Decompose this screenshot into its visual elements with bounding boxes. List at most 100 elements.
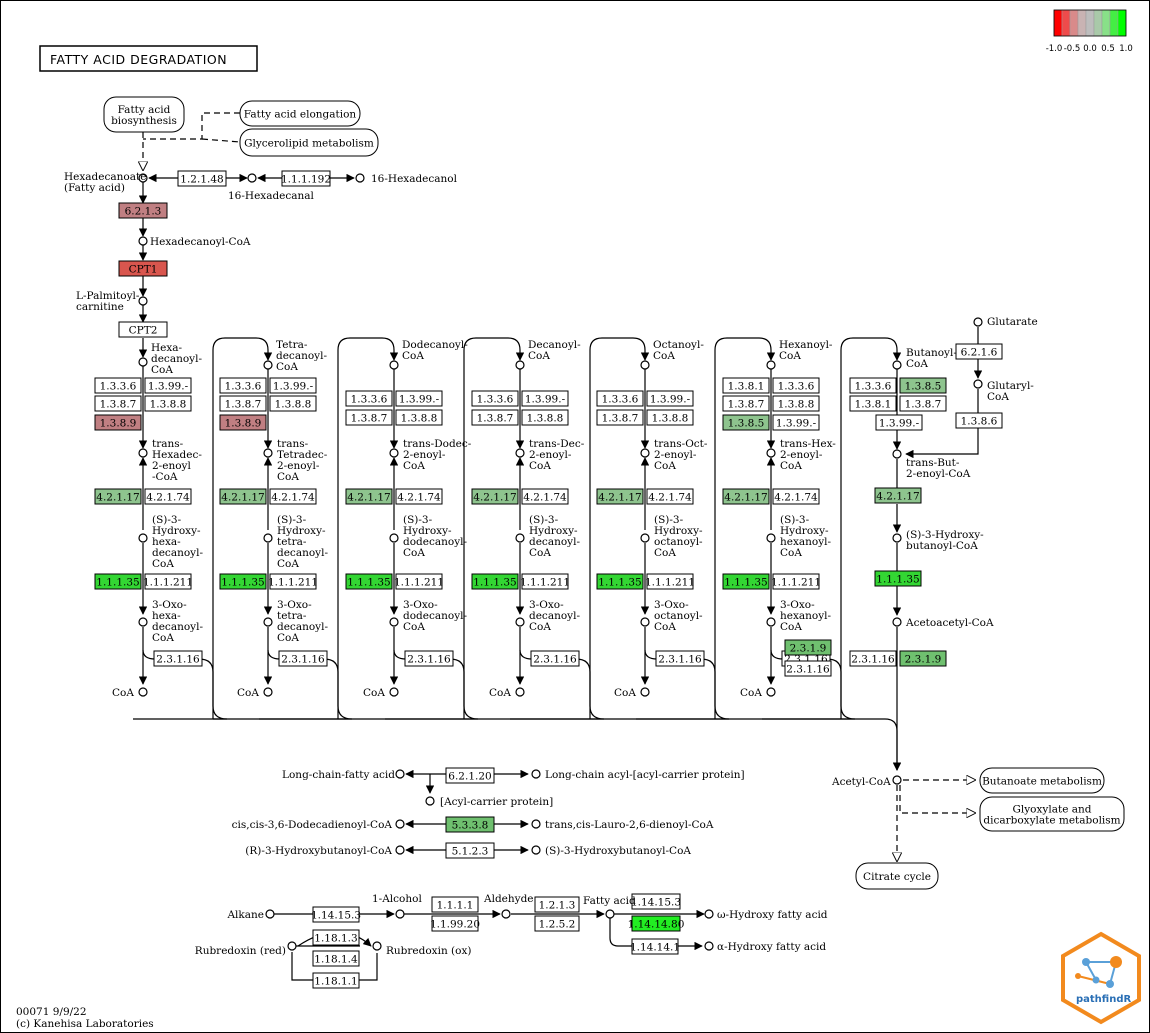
aldehyde-node[interactable] [501,909,511,919]
palmitoyl-carnitine-node[interactable] [138,296,148,306]
coa-node[interactable] [138,687,148,697]
enoyl-coa-node[interactable] [766,448,776,458]
coa-node[interactable] [389,687,399,697]
acyl-dehydrogenase-box[interactable]: 1.3.3.6 [219,377,267,394]
acetyl-coa-node[interactable] [892,775,902,785]
acyl-dehydrogenase-box[interactable]: 1.3.3.6 [471,390,519,407]
thiolase-box[interactable]: 2.3.1.16 [404,650,454,667]
1-alcohol-node[interactable] [395,909,405,919]
acyl-dehydrogenase-box[interactable]: 1.3.8.7 [722,395,770,412]
acyl-dehydrogenase-box[interactable]: 1.3.8.9 [219,414,267,431]
enoyl-coa-hydratase-box[interactable]: 4.2.1.74 [269,488,317,505]
coa-node[interactable] [263,687,273,697]
enoyl-coa-hydratase-box[interactable]: 4.2.1.74 [521,488,569,505]
enoyl-coa-hydratase-box[interactable]: 4.2.1.17 [596,488,644,505]
omega-hydroxy-node[interactable] [704,909,714,919]
hydroxyacyl-dehydrogenase-box[interactable]: 1.1.1.211 [394,573,444,590]
enoyl-coa-hydratase-box[interactable]: 4.2.1.74 [144,488,192,505]
acyl-dehydrogenase-box[interactable]: 1.3.8.8 [144,395,192,412]
acyl-dehydrogenase-box[interactable]: 1.3.8.7 [94,395,142,412]
1-18-1-1-box[interactable]: 1.18.1.1 [312,972,360,989]
acyl-dehydrogenase-box[interactable]: 1.3.8.5 [899,377,947,394]
cpt1-box[interactable]: CPT1 [118,260,168,277]
acyl-dehydrogenase-box[interactable]: 1.3.3.6 [596,390,644,407]
2-3-1-9-box[interactable]: 2.3.1.9 [784,639,832,656]
hydroxyacyl-coa-node[interactable] [766,533,776,543]
long-chain-acp-node[interactable] [531,769,541,779]
thiolase-box[interactable]: 2.3.1.16 [278,650,328,667]
enoyl-coa-node[interactable] [640,448,650,458]
acyl-dehydrogenase-box[interactable]: 1.3.99.- [875,414,923,431]
1-14-14-80-box[interactable]: 1.14.14.80 [628,915,685,932]
enoyl-coa-hydratase-box[interactable]: 4.2.1.17 [219,488,267,505]
lauro-node[interactable] [531,819,541,829]
cpt2-box[interactable]: CPT2 [118,321,168,338]
acyl-coa-node[interactable] [263,360,273,370]
enoyl-coa-hydratase-box[interactable]: 4.2.1.17 [874,487,922,504]
compound-nodes[interactable] [138,173,983,951]
1-2-1-3-box[interactable]: 1.2.1.3 [534,896,580,913]
acyl-dehydrogenase-box[interactable]: 1.3.99.- [521,390,569,407]
enoyl-coa-hydratase-box[interactable]: 4.2.1.17 [345,488,393,505]
rubredoxin-red-node[interactable] [287,941,297,951]
acyl-coa-node[interactable] [515,360,525,370]
enoyl-coa-hydratase-box[interactable]: 4.2.1.74 [395,488,443,505]
oxoacyl-coa-node[interactable] [389,617,399,627]
acyl-dehydrogenase-box[interactable]: 1.3.8.8 [646,409,694,426]
hydroxyacyl-coa-node[interactable] [389,533,399,543]
acyl-dehydrogenase-box[interactable]: 1.3.8.1 [722,377,770,394]
acyl-dehydrogenase-box[interactable]: 1.3.8.8 [395,409,443,426]
1-14-15-3-box[interactable]: 1.14.15.3 [311,906,361,923]
5-1-2-3-box[interactable]: 5.1.2.3 [445,842,495,859]
long-chain-fatty-acid-node[interactable] [395,769,405,779]
enoyl-coa-node[interactable] [515,448,525,458]
rubredoxin-ox-node[interactable] [372,941,382,951]
oxoacyl-coa-node[interactable] [138,617,148,627]
thiolase-box[interactable]: 2.3.1.16 [655,650,705,667]
acyl-dehydrogenase-box[interactable]: 1.3.99.- [772,414,820,431]
hydroxyacyl-coa-node[interactable] [263,533,273,543]
hydroxyacyl-dehydrogenase-box[interactable]: 1.1.1.35 [874,570,922,587]
hydroxyacyl-dehydrogenase-box[interactable]: 1.1.1.211 [771,573,821,590]
hydroxyacyl-dehydrogenase-box[interactable]: 1.1.1.211 [520,573,570,590]
acyl-dehydrogenase-box[interactable]: 1.3.8.7 [219,395,267,412]
acyl-dehydrogenase-box[interactable]: 1.3.8.8 [521,409,569,426]
enoyl-coa-hydratase-box[interactable]: 4.2.1.74 [772,488,820,505]
r3-hydroxybutanoyl-node[interactable] [395,845,405,855]
hexadecanoate-node[interactable] [138,173,148,183]
acyl-dehydrogenase-box[interactable]: 1.3.3.6 [345,390,393,407]
hydroxyacyl-dehydrogenase-box[interactable]: 1.1.1.211 [645,573,695,590]
enoyl-coa-hydratase-box[interactable]: 4.2.1.74 [646,488,694,505]
fatty-acid-elongation-pathway[interactable]: Fatty acid elongation [239,100,361,127]
5-3-3-8-box[interactable]: 5.3.3.8 [445,816,495,833]
acyl-dehydrogenase-box[interactable]: 1.3.99.- [269,377,317,394]
acyl-coa-node[interactable] [138,357,148,367]
6-2-1-20-box[interactable]: 6.2.1.20 [445,767,495,784]
acyl-dehydrogenase-box[interactable]: 1.3.3.6 [772,377,820,394]
acyl-dehydrogenase-box[interactable]: 1.3.99.- [144,377,192,394]
enoyl-coa-node[interactable] [263,448,273,458]
enoyl-coa-node[interactable] [138,448,148,458]
1-2-1-48-box[interactable]: 1.2.1.48 [177,170,227,187]
acyl-coa-node[interactable] [640,360,650,370]
hexadecanol-node[interactable] [355,173,365,183]
acyl-dehydrogenase-box[interactable]: 1.3.3.6 [849,377,897,394]
1-1-99-20-box[interactable]: 1.1.99.20 [430,915,480,932]
oxoacyl-coa-node[interactable] [515,617,525,627]
enoyl-coa-hydratase-box[interactable]: 4.2.1.17 [722,488,770,505]
alkane-node[interactable] [265,909,275,919]
dodecadienoyl-node[interactable] [395,819,405,829]
acp-node[interactable] [425,796,435,806]
s3-hydroxybutanoyl-b-node[interactable] [531,845,541,855]
trans-but-enoyl-node[interactable] [892,449,902,459]
6-2-1-6-box[interactable]: 6.2.1.6 [955,343,1003,360]
hydroxyacyl-dehydrogenase-box[interactable]: 1.1.1.211 [143,573,193,590]
s3-hydroxybutanoyl-node[interactable] [892,533,902,543]
enoyl-coa-node[interactable] [389,448,399,458]
acyl-coa-node[interactable] [766,360,776,370]
2-3-1-9-box[interactable]: 2.3.1.9 [899,650,947,667]
thiolase-box[interactable]: 2.3.1.16 [784,660,832,677]
enoyl-coa-hydratase-box[interactable]: 4.2.1.17 [471,488,519,505]
